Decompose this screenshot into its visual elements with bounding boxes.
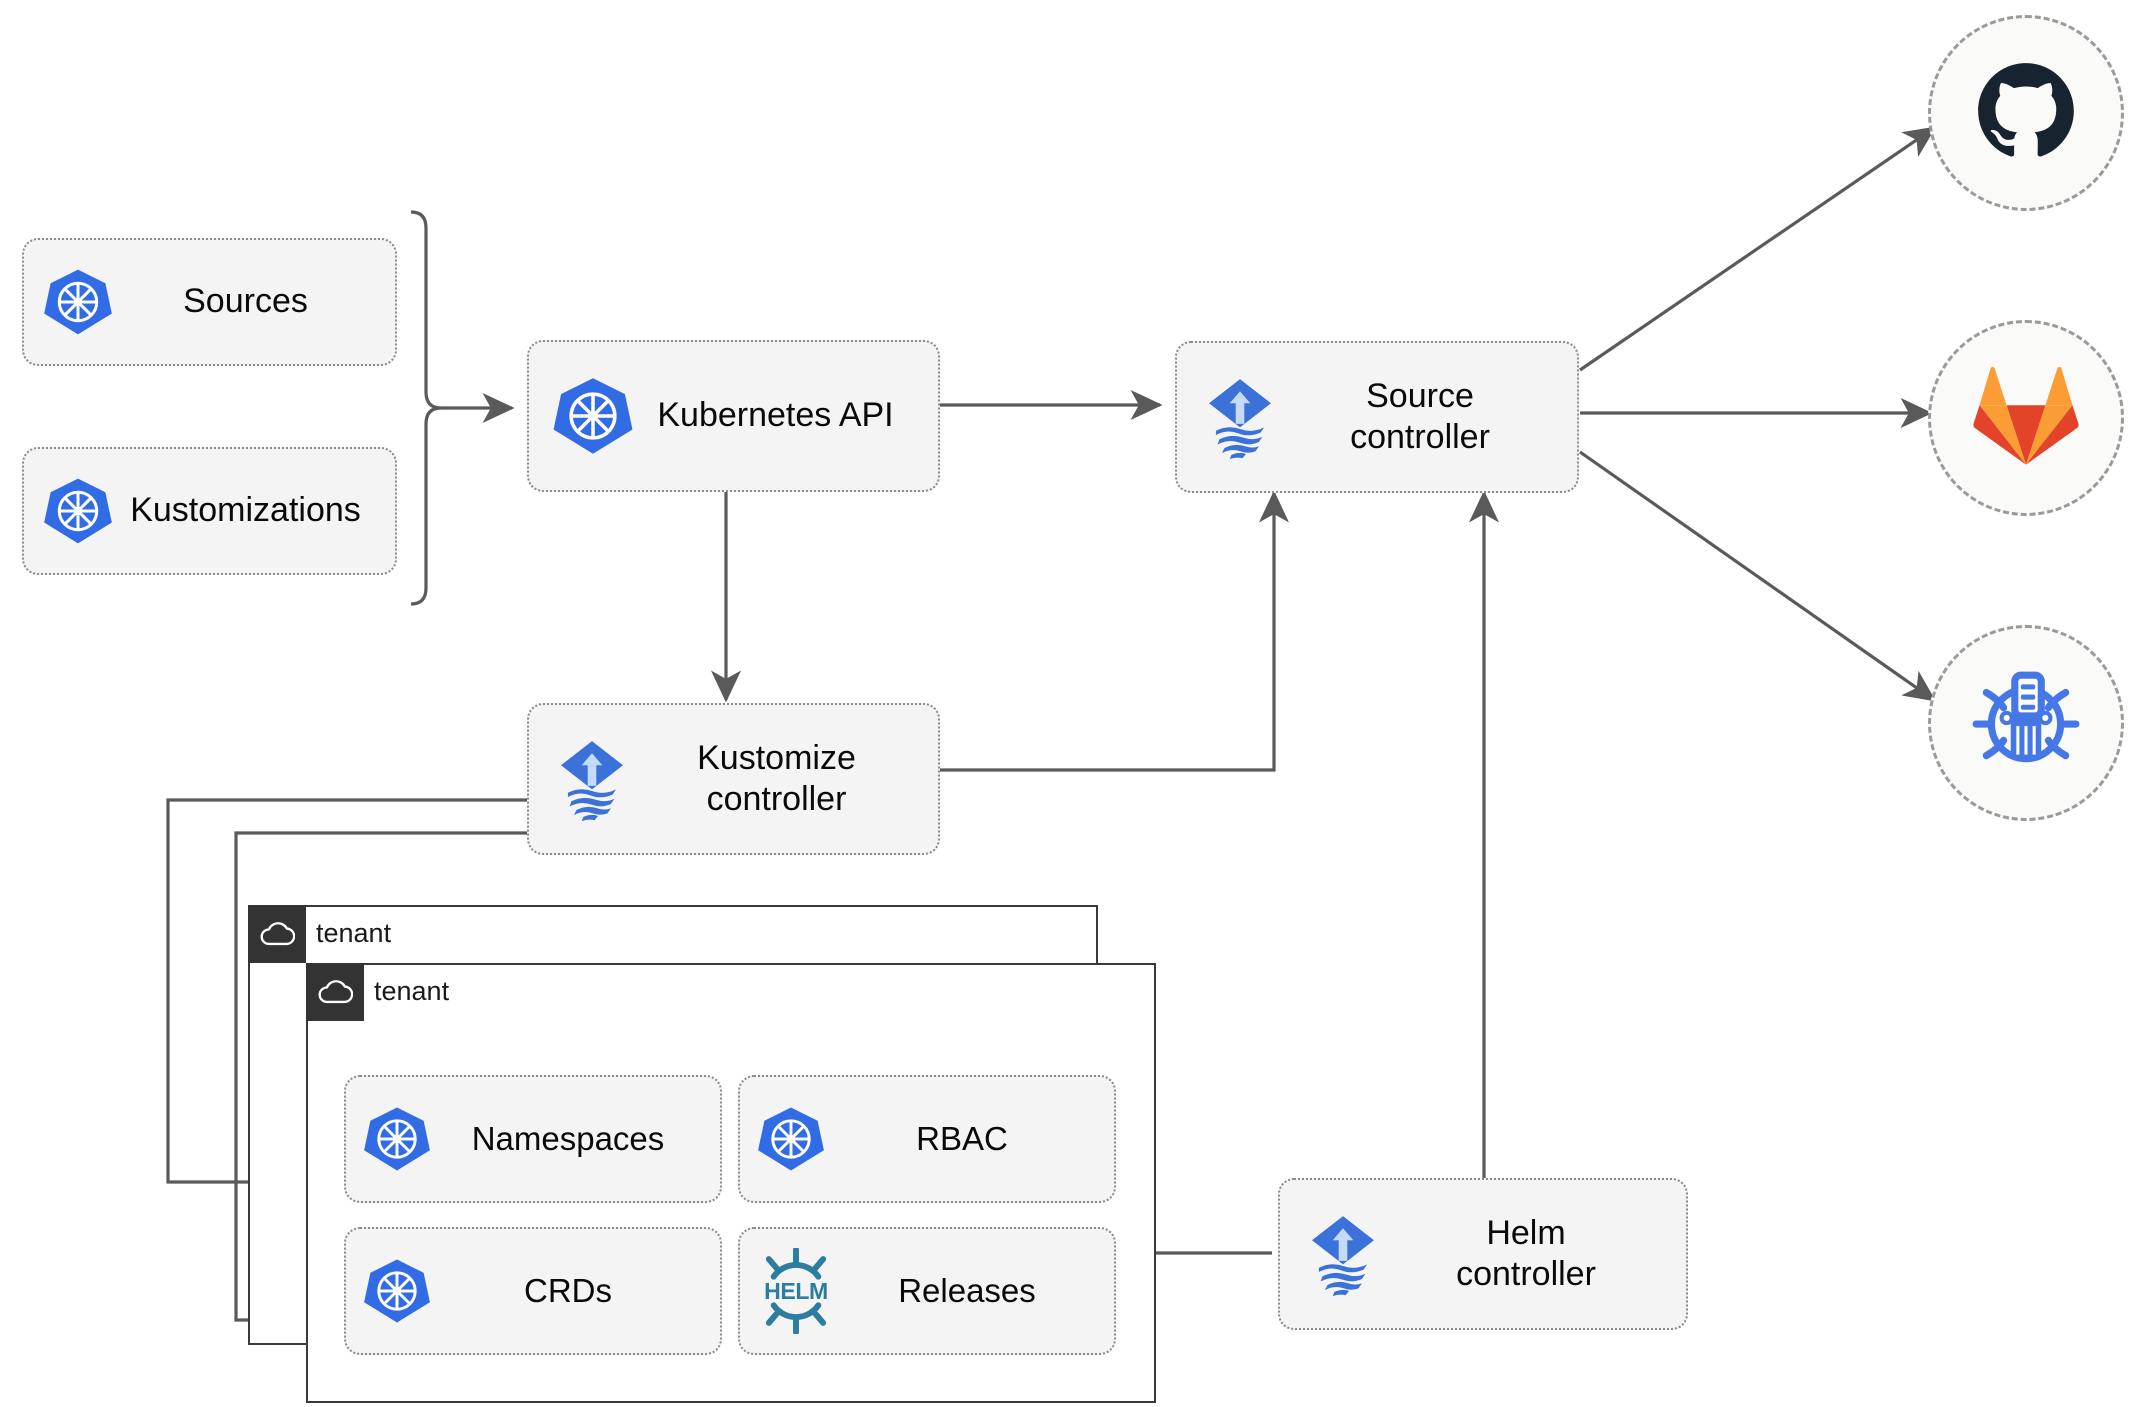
kubernetes-icon (362, 1104, 432, 1174)
cloud-icon (305, 962, 364, 1021)
svg-text:HELM: HELM (764, 1278, 828, 1304)
resource-label: Namespaces (471, 1119, 665, 1157)
kubernetes-icon (42, 475, 114, 547)
edge-kustomize-source (940, 490, 1290, 772)
node-sources[interactable]: Sources (22, 238, 397, 366)
helm-logo-icon: HELM (756, 1248, 836, 1334)
cloud-icon (247, 904, 306, 963)
resource-label: CRDs (524, 1271, 612, 1309)
edge-source-helmrepo (1579, 450, 1937, 702)
gitlab-icon (1972, 364, 2080, 473)
resource-releases[interactable]: HELM Releases (738, 1227, 1116, 1355)
tenant-container-inner[interactable]: tenant (305, 962, 1156, 1403)
node-label: Sources (183, 282, 308, 321)
input-group-brace (410, 210, 442, 606)
node-kustomize-controller[interactable]: Kustomize controller (527, 703, 940, 855)
resource-label: Releases (898, 1271, 1036, 1309)
node-label: Source controller (1350, 376, 1490, 456)
flux-icon (549, 736, 635, 822)
node-source-controller[interactable]: Source controller (1175, 341, 1579, 493)
node-kubernetes-api[interactable]: Kubernetes API (527, 340, 940, 492)
kubernetes-icon (756, 1104, 826, 1174)
node-kustomizations[interactable]: Kustomizations (22, 447, 397, 575)
flux-icon (1300, 1211, 1386, 1297)
node-label: Kustomize controller (697, 738, 856, 818)
node-helm-controller[interactable]: Helm controller (1278, 1178, 1688, 1330)
node-label: Kubernetes API (657, 396, 894, 435)
provider-github[interactable] (1928, 15, 2124, 211)
tenant-label: tenant (316, 918, 392, 948)
node-label: Kustomizations (130, 491, 361, 530)
tenant-label: tenant (374, 976, 450, 1006)
resource-label: RBAC (916, 1119, 1008, 1157)
resource-rbac[interactable]: RBAC (738, 1075, 1116, 1203)
kubernetes-icon (362, 1256, 432, 1326)
kubernetes-icon (551, 374, 635, 458)
provider-helm-repository[interactable] (1928, 625, 2124, 821)
node-label: Helm controller (1456, 1213, 1596, 1293)
github-icon (1974, 59, 2078, 168)
resource-crds[interactable]: CRDs (344, 1227, 722, 1355)
flux-icon (1197, 374, 1283, 460)
resource-namespaces[interactable]: Namespaces (344, 1075, 722, 1203)
kubernetes-icon (42, 266, 114, 338)
edge-source-github (1579, 126, 1937, 372)
provider-gitlab[interactable] (1928, 320, 2124, 516)
helm-repository-icon (1970, 667, 2082, 780)
